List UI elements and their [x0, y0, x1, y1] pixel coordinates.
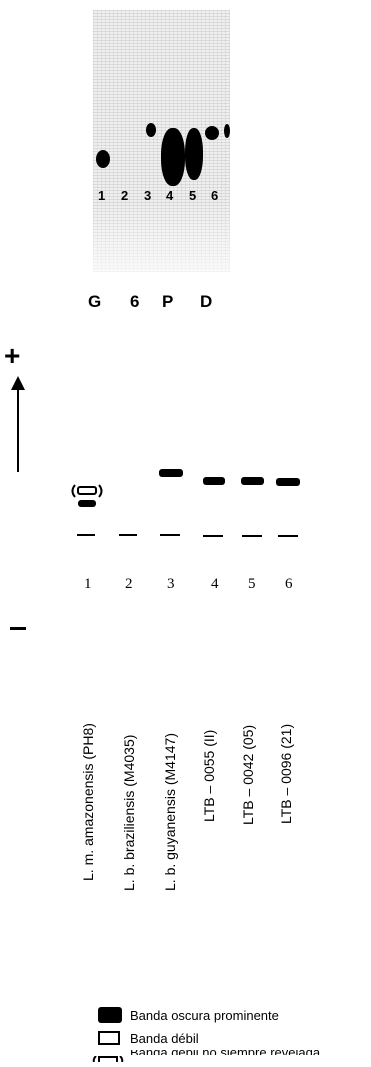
gel-lane-number: 5 — [189, 188, 197, 203]
origin-line-lane-1 — [77, 534, 95, 536]
gel-band-lane-5 — [185, 128, 203, 180]
paren-band-icon — [92, 1055, 124, 1064]
legend-weak-not-always-swatch — [91, 1049, 125, 1067]
gel-band-lane-3 — [146, 123, 156, 137]
legend-weak-band-swatch — [98, 1031, 120, 1045]
gel-lane-number: 6 — [211, 188, 219, 203]
origin-line-lane-5 — [242, 535, 262, 537]
legend-weak-band-text: Banda débil — [130, 1031, 199, 1046]
legend-dark-band-swatch — [98, 1007, 122, 1023]
legend-dark-band-text: Banda oscura prominente — [130, 1008, 279, 1023]
gel-lane-number: 1 — [98, 188, 106, 203]
lane-number: 6 — [285, 576, 293, 592]
origin-line-lane-6 — [278, 535, 298, 537]
dark-band-lane-1 — [78, 500, 96, 507]
weak-band-not-always-lane-1 — [70, 484, 110, 498]
dark-band-lane-5 — [241, 477, 264, 485]
origin-line-lane-4 — [203, 535, 223, 537]
lane-label: L. b. braziliensis (M4035) — [121, 734, 137, 891]
origin-line-lane-2 — [119, 534, 137, 536]
lane-label: L. m. amazonensis (PH8) — [80, 723, 96, 881]
gel-column-letter: P — [162, 292, 174, 311]
cathode-minus-sign — [10, 627, 26, 630]
lane-label: LTB – 0055 (II) — [201, 729, 217, 822]
arrow-up-icon — [11, 376, 25, 390]
dark-band-lane-3 — [159, 469, 183, 477]
gel-column-letter: G — [88, 292, 102, 311]
migration-arrow-shaft — [17, 386, 19, 472]
gel-lane-number: 2 — [121, 188, 129, 203]
lane-label: L. b. guyanensis (M4147) — [162, 733, 178, 891]
gel-column-letter: D — [200, 292, 213, 311]
lane-number: 1 — [84, 576, 92, 592]
gel-lane-number: 4 — [166, 188, 174, 203]
gel-column-letter: 6 — [130, 292, 140, 311]
lane-number: 2 — [125, 576, 133, 592]
gel-photograph — [93, 10, 230, 272]
lane-number: 3 — [167, 576, 175, 592]
gel-lane-number: 3 — [144, 188, 152, 203]
dark-band-lane-4 — [203, 477, 225, 485]
lane-label: LTB – 0096 (21) — [278, 723, 294, 824]
origin-line-lane-3 — [160, 534, 180, 536]
anode-plus-sign: + — [4, 340, 21, 371]
lane-number: 5 — [248, 576, 256, 592]
dark-band-lane-6 — [276, 478, 300, 486]
gel-band-edge — [224, 124, 230, 138]
lane-label: LTB – 0042 (05) — [240, 724, 256, 825]
gel-band-lane-4 — [161, 128, 185, 186]
gel-band-lane-6 — [205, 126, 219, 140]
legend-weak-not-always-text: Banda débil no siempre revelada — [130, 1050, 320, 1055]
gel-band-lane-1 — [96, 150, 110, 168]
lane-number: 4 — [211, 576, 219, 592]
paren-band-icon — [71, 484, 103, 498]
